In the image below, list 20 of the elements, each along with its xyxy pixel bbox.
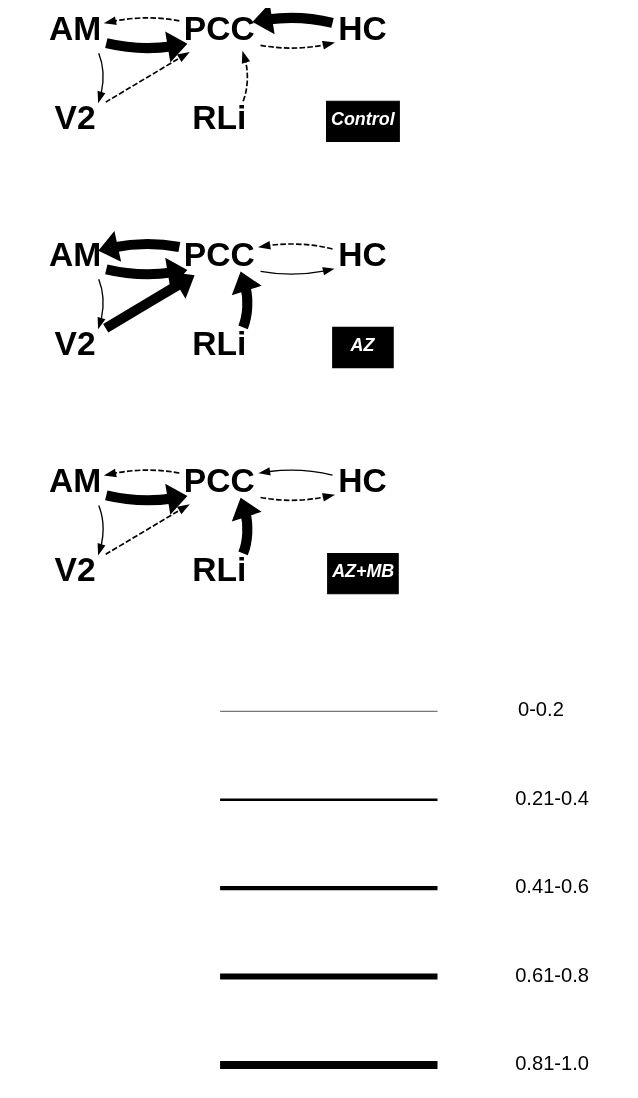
legend-label: 0-0.2 — [517, 698, 564, 721]
legend-label: 0.61-0.8 — [515, 963, 590, 986]
node-text: RLi — [192, 324, 247, 362]
legend-label: 0.41-0.6 — [515, 875, 590, 898]
node-text: HC — [338, 236, 387, 274]
node-text: PCC — [183, 10, 255, 48]
node-text: PCC — [183, 462, 255, 500]
node-text: V2 — [54, 98, 96, 136]
node-text: HC — [338, 10, 387, 48]
node-text: PCC — [183, 236, 255, 274]
node-text: AM — [48, 462, 102, 500]
node-text: RLi — [192, 550, 247, 588]
node-text: RLi — [192, 98, 247, 136]
node-text: AM — [48, 236, 102, 274]
legend-label: 0.21-0.4 — [515, 786, 590, 809]
node-text: V2 — [54, 324, 96, 362]
node-text: HC — [338, 462, 387, 500]
node-text: AM — [48, 10, 102, 48]
node-text: V2 — [54, 550, 96, 588]
legend-label: 0.81-1.0 — [515, 1051, 590, 1074]
